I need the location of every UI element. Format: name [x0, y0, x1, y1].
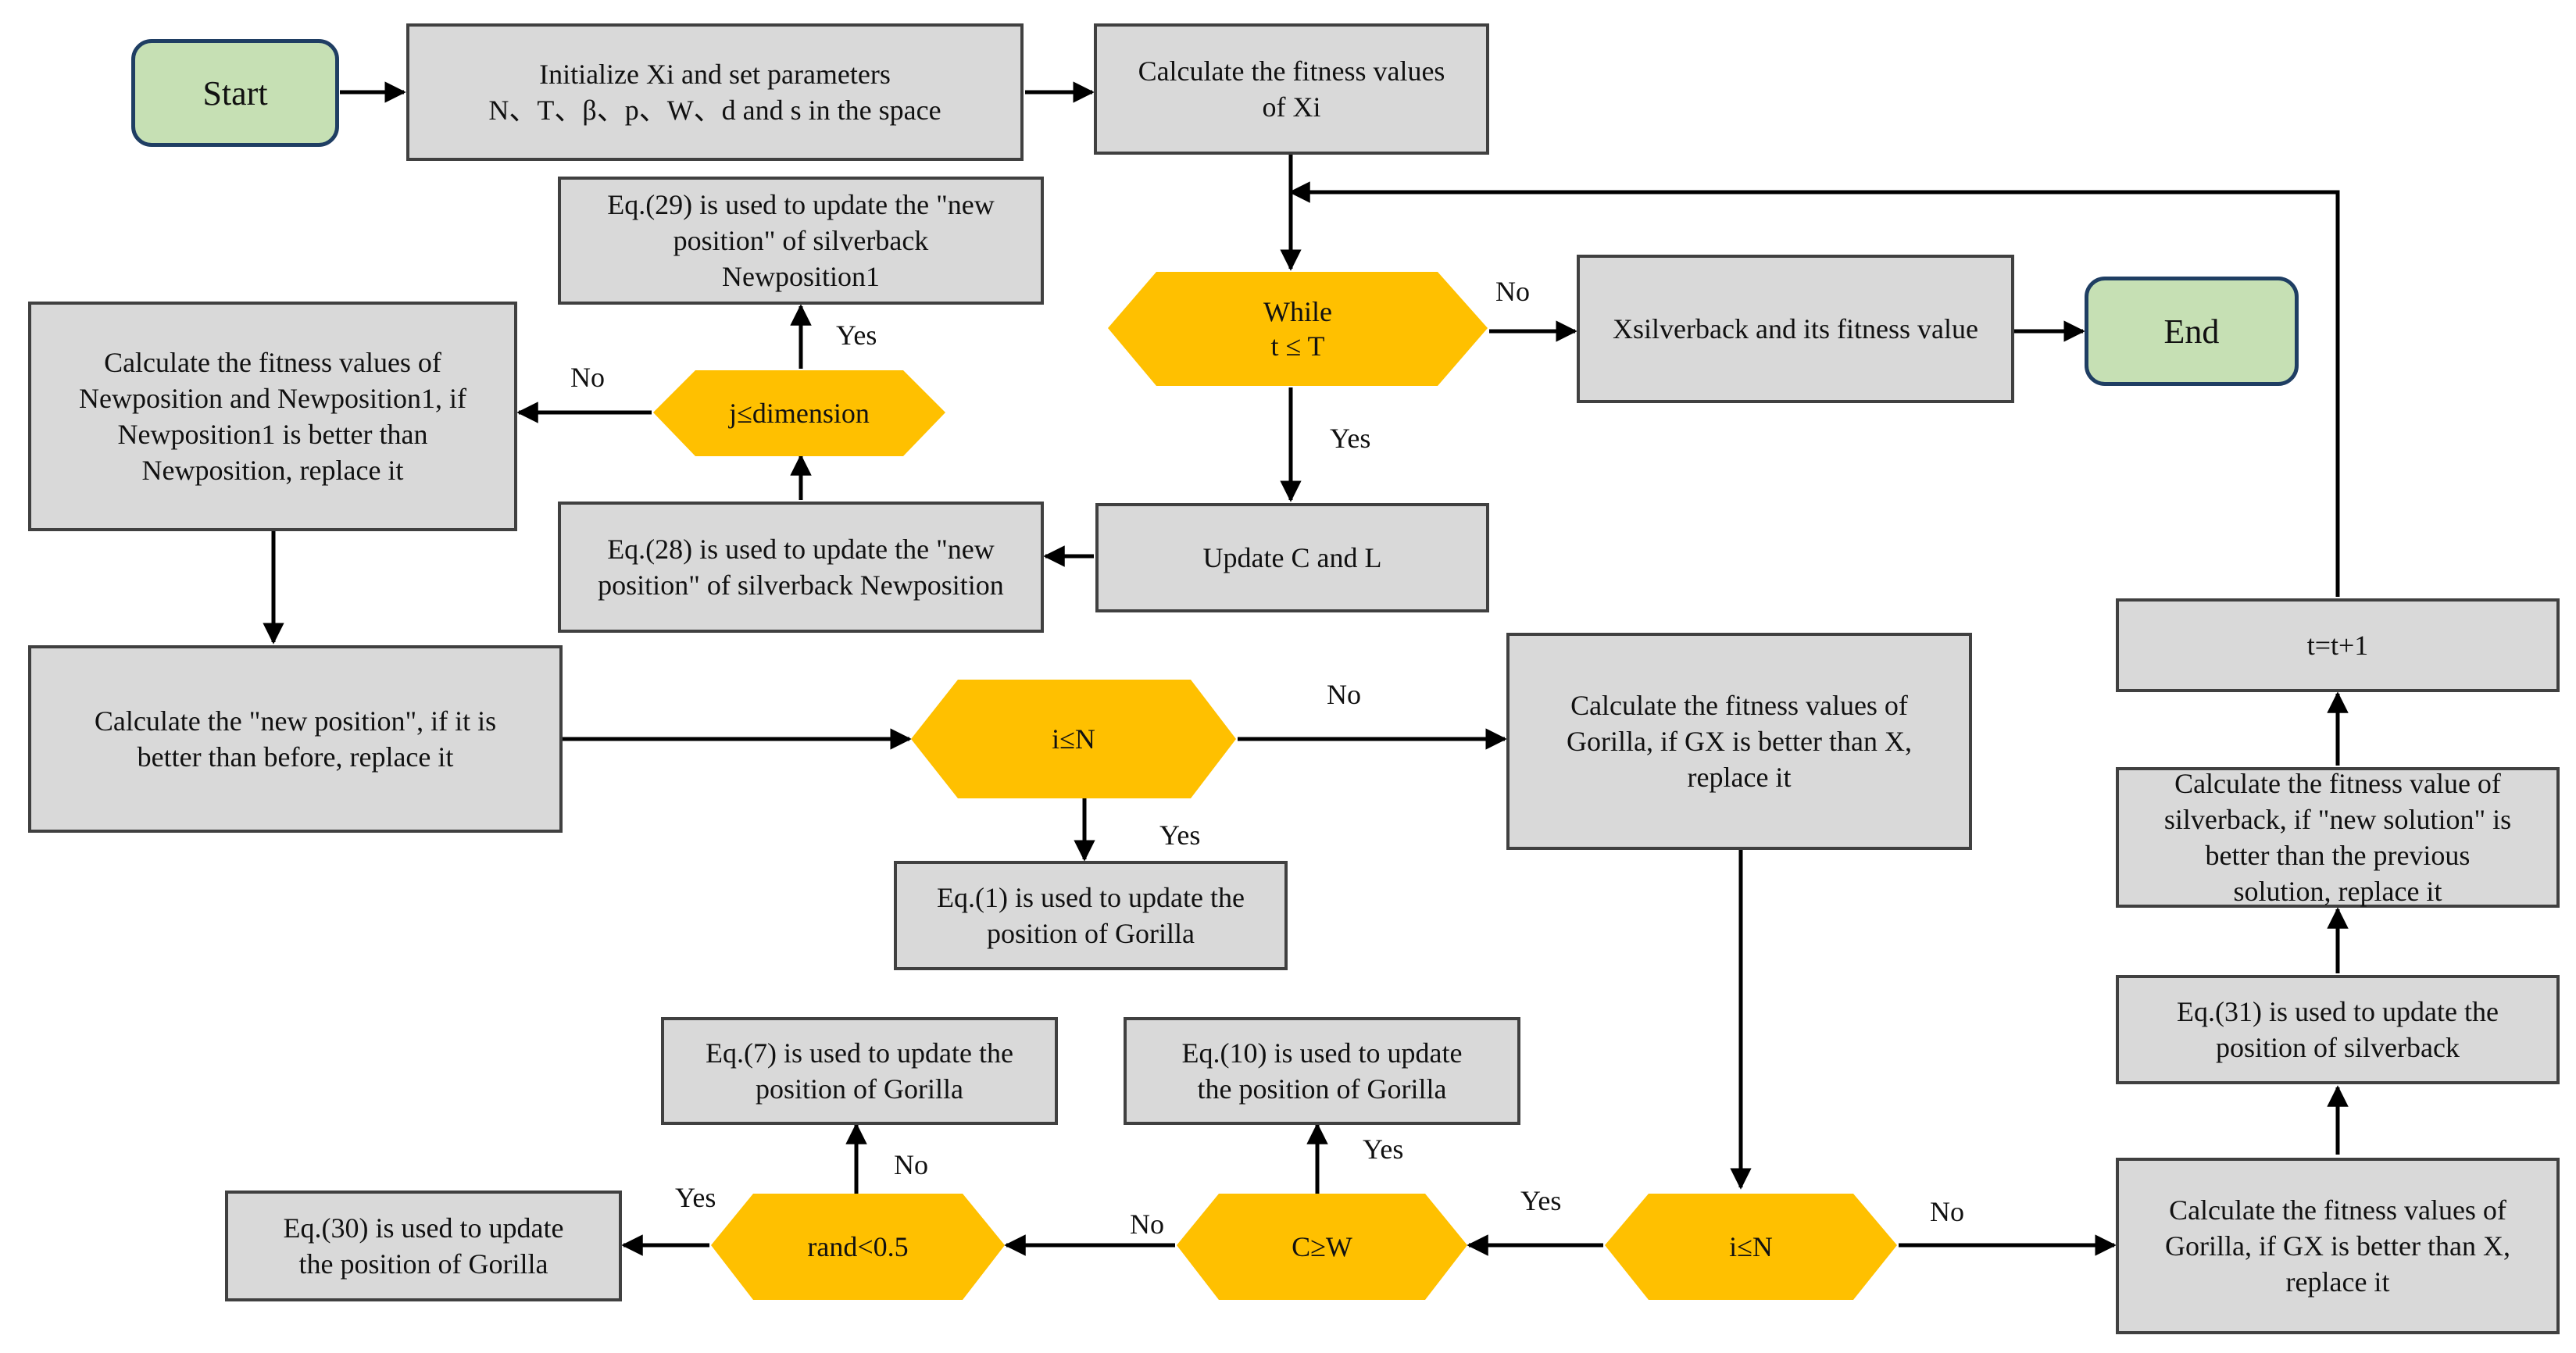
- decision-i-bottom: i≤N: [1729, 1231, 1773, 1262]
- decision-rand-shape: [711, 1194, 1005, 1300]
- calc-newposition-box: Calculate the fitness values of Newposit…: [28, 302, 517, 531]
- end-terminal: End: [2085, 277, 2299, 386]
- decision-rand: rand<0.5: [807, 1231, 909, 1262]
- label-cw-no: No: [1130, 1208, 1164, 1240]
- eq31-box: Eq.(31) is used to update the position o…: [2116, 975, 2560, 1084]
- init-line1: Initialize Xi and set parameters: [539, 59, 891, 90]
- calc-gorilla-top-box: Calculate the fitness values of Gorilla,…: [1506, 633, 1972, 850]
- label-rand-no: No: [894, 1149, 928, 1180]
- decision-i-top-shape: [911, 680, 1236, 798]
- decision-while-shape: [1108, 272, 1488, 386]
- output-box: Xsilverback and its fitness value: [1577, 255, 2014, 403]
- update-cl-box: Update C and L: [1095, 503, 1489, 612]
- calc-silverback-box: Calculate the fitness value of silverbac…: [2116, 767, 2560, 908]
- eq29-box: Eq.(29) is used to update the "new posit…: [558, 177, 1044, 305]
- eq7-box: Eq.(7) is used to update the position of…: [661, 1017, 1058, 1125]
- decision-c-ge-w: C≥W: [1292, 1231, 1352, 1262]
- label-cw-yes: Yes: [1363, 1133, 1404, 1165]
- label-dim-yes: Yes: [836, 320, 877, 351]
- calc-new-position-box: Calculate the "new position", if it is b…: [28, 645, 563, 833]
- label-rand-yes: Yes: [675, 1182, 716, 1213]
- calc-fitness-xi-box: Calculate the fitness values of Xi: [1094, 23, 1489, 155]
- start-terminal: Start: [131, 39, 339, 147]
- init-box: Initialize Xi and set parameters N、T、β、p…: [406, 23, 1024, 161]
- decision-cw-shape: [1177, 1194, 1467, 1300]
- label-ibot-no: No: [1930, 1196, 1964, 1227]
- eq1-box: Eq.(1) is used to update the position of…: [894, 861, 1288, 970]
- decision-while: While t ≤ T: [1263, 296, 1332, 362]
- t-increment-box: t=t+1: [2116, 598, 2560, 692]
- label-itop-no: No: [1327, 679, 1361, 710]
- label-dim-no: No: [570, 362, 605, 393]
- calc-gorilla-bottom-box: Calculate the fitness values of Gorilla,…: [2116, 1158, 2560, 1334]
- init-line2: N、T、β、p、W、d and s in the space: [488, 95, 941, 126]
- eq30-box: Eq.(30) is used to update the position o…: [225, 1191, 622, 1301]
- label-ibot-yes: Yes: [1520, 1185, 1562, 1216]
- decision-dimension: j≤dimension: [729, 398, 870, 429]
- decision-dimension-shape: [653, 370, 945, 456]
- decision-i-top: i≤N: [1052, 723, 1095, 755]
- decision-i-bottom-shape: [1605, 1194, 1897, 1300]
- label-itop-yes: Yes: [1159, 819, 1201, 851]
- eq28-box: Eq.(28) is used to update the "new posit…: [558, 502, 1044, 633]
- eq10-box: Eq.(10) is used to update the position o…: [1124, 1017, 1520, 1125]
- label-while-yes: Yes: [1330, 423, 1371, 454]
- label-while-no: No: [1495, 276, 1530, 307]
- edge-tinc-loop: [1288, 181, 2340, 597]
